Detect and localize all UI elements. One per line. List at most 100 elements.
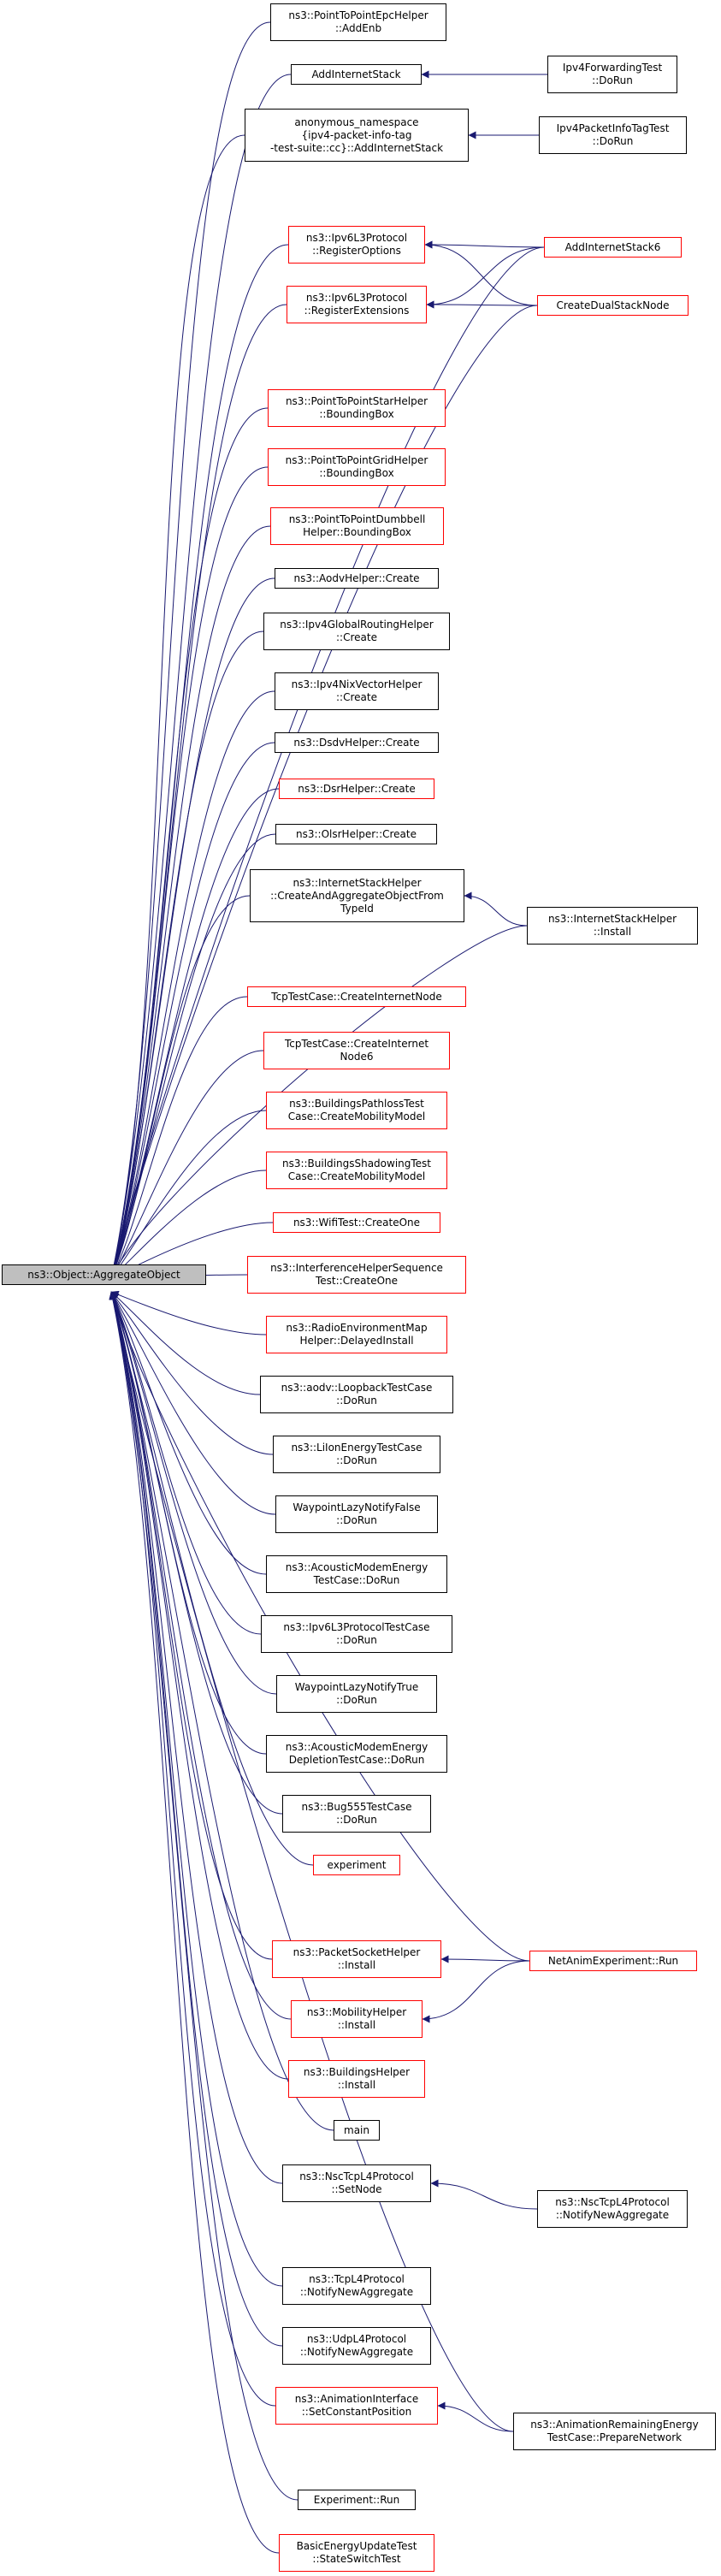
edge-ipv6-regopt-to-root xyxy=(109,244,289,1279)
node-label-line: ::BoundingBox xyxy=(319,408,394,420)
node-ipv4pit[interactable]: Ipv4PacketInfoTagTest::DoRun xyxy=(539,116,687,154)
node-ish-cao[interactable]: ns3::InternetStackHelper::CreateAndAggre… xyxy=(250,869,464,922)
node-ptp-epc[interactable]: ns3::PointToPointEpcHelper::AddEnb xyxy=(270,3,446,41)
node-dualstack[interactable]: CreateDualStackNode xyxy=(537,295,688,316)
node-add-inet[interactable]: AddInternetStack xyxy=(291,64,422,85)
node-label-line: ns3::BuildingsShadowingTest xyxy=(281,1158,432,1170)
node-label-line: {ipv4-packet-info-tag xyxy=(301,128,412,141)
node-label-line: ns3::OlsrHelper::Create xyxy=(296,827,417,840)
node-olsr[interactable]: ns3::OlsrHelper::Create xyxy=(275,824,437,844)
edge-wptrue-to-root xyxy=(110,1291,277,1695)
node-label-line: ns3::InternetStackHelper xyxy=(293,876,422,889)
root-node: ns3::Object::AggregateObject xyxy=(2,1264,206,1285)
node-mob-install[interactable]: ns3::MobilityHelper::Install xyxy=(291,2000,423,2038)
node-label-line: ns3::DsdvHelper::Create xyxy=(293,736,420,749)
node-label-line: ns3::Object::AggregateObject xyxy=(27,1268,180,1281)
node-label-line: ns3::PointToPointStarHelper xyxy=(285,395,428,407)
node-label-line: ns3::AcousticModemEnergy xyxy=(285,1741,428,1753)
node-label-line: Ipv4ForwardingTest xyxy=(562,62,663,74)
node-ish-install[interactable]: ns3::InternetStackHelper::Install xyxy=(527,907,698,945)
node-ipv4nix[interactable]: ns3::Ipv4NixVectorHelper::Create xyxy=(275,672,439,710)
node-label-line: ::NotifyNewAggregate xyxy=(299,2286,414,2298)
node-label-line: ::DoRun xyxy=(592,74,633,86)
node-label-line: main xyxy=(344,2123,369,2136)
node-wptrue[interactable]: WaypointLazyNotifyTrue::DoRun xyxy=(276,1675,437,1713)
node-label-line: ::RegisterOptions xyxy=(312,245,401,257)
node-label-line: ::Create xyxy=(336,631,377,643)
edge-wpfalse-to-root xyxy=(110,1291,276,1515)
node-ptp-star[interactable]: ns3::PointToPointStarHelper::BoundingBox xyxy=(268,389,446,427)
node-label-line: experiment xyxy=(327,1858,387,1871)
edge-ipv6tc-to-root xyxy=(110,1291,262,1635)
node-ptp-grid[interactable]: ns3::PointToPointGridHelper::BoundingBox xyxy=(268,448,446,486)
node-liion[interactable]: ns3::LiIonEnergyTestCase::DoRun xyxy=(273,1436,440,1473)
node-label-line: anonymous_namespace xyxy=(294,115,419,128)
node-label-line: Experiment::Run xyxy=(313,2493,400,2506)
node-label-line: TestCase::PrepareNetwork xyxy=(547,2431,683,2443)
node-label-line: Ipv4PacketInfoTagTest xyxy=(556,122,670,134)
edge-aodv-loop-to-root xyxy=(110,1291,261,1395)
node-dsdv[interactable]: ns3::DsdvHelper::Create xyxy=(275,732,439,753)
node-bug555[interactable]: ns3::Bug555TestCase::DoRun xyxy=(282,1795,431,1833)
node-aodv-loop[interactable]: ns3::aodv::LoopbackTestCase::DoRun xyxy=(260,1376,453,1413)
node-label-line: ns3::Ipv6L3Protocol xyxy=(305,232,408,244)
edge-dualstack-to-ipv6-regopt xyxy=(424,240,538,306)
node-label-line: ::BoundingBox xyxy=(319,467,394,479)
node-ipv6tc[interactable]: ns3::Ipv6L3ProtocolTestCase::DoRun xyxy=(261,1615,452,1653)
node-tcp-notify[interactable]: ns3::TcpL4Protocol::NotifyNewAggregate xyxy=(282,2267,431,2305)
node-ipv6-regext[interactable]: ns3::Ipv6L3Protocol::RegisterExtensions xyxy=(287,286,427,323)
node-beut[interactable]: BasicEnergyUpdateTest::StateSwitchTest xyxy=(279,2534,434,2572)
node-netanim[interactable]: NetAnimExperiment::Run xyxy=(529,1951,697,1971)
node-aodv-create[interactable]: ns3::AodvHelper::Create xyxy=(275,568,439,589)
node-label-line: ::NotifyNewAggregate xyxy=(299,2346,414,2358)
node-tcp-cin[interactable]: TcpTestCase::CreateInternetNode xyxy=(247,986,466,1007)
node-ipv4fwd[interactable]: Ipv4ForwardingTest::DoRun xyxy=(547,56,677,93)
node-add-inet6[interactable]: AddInternetStack6 xyxy=(544,237,682,258)
node-experiment[interactable]: experiment xyxy=(313,1855,400,1875)
node-label-line: CreateDualStackNode xyxy=(556,299,670,311)
node-wifi[interactable]: ns3::WifiTest::CreateOne xyxy=(273,1212,440,1233)
node-exp-run[interactable]: Experiment::Run xyxy=(298,2490,416,2510)
node-anon-ns[interactable]: anonymous_namespace{ipv4-packet-info-tag… xyxy=(245,109,469,162)
edge-nsc-notify-to-nsc-setnode xyxy=(430,2179,538,2210)
edge-ptp-star-to-root xyxy=(109,407,269,1279)
node-nsc-notify[interactable]: ns3::NscTcpL4Protocol::NotifyNewAggregat… xyxy=(537,2190,688,2228)
node-label-line: ns3::InternetStackHelper xyxy=(547,913,677,925)
edge-add-inet6-to-ipv6-regopt xyxy=(424,240,545,249)
node-label-line: ns3::RadioEnvironmentMap xyxy=(286,1322,428,1334)
node-label-line: ::DoRun xyxy=(336,1454,377,1466)
node-anim-scp[interactable]: ns3::AnimationInterface::SetConstantPosi… xyxy=(275,2387,438,2425)
node-label-line: ns3::WifiTest::CreateOne xyxy=(293,1216,421,1229)
node-label-line: BasicEnergyUpdateTest xyxy=(296,2540,417,2552)
edge-bh-install-to-root xyxy=(109,1291,289,2080)
node-label-line: ::Install xyxy=(337,2079,376,2091)
node-label-line: DepletionTestCase::DoRun xyxy=(288,1754,425,1766)
node-nsc-setnode[interactable]: ns3::NscTcpL4Protocol::SetNode xyxy=(282,2164,431,2202)
node-ipv6-regopt[interactable]: ns3::Ipv6L3Protocol::RegisterOptions xyxy=(288,226,425,264)
node-udp-notify[interactable]: ns3::UdpL4Protocol::NotifyNewAggregate xyxy=(282,2327,431,2365)
node-label-line: ::RegisterExtensions xyxy=(304,305,410,317)
node-label-line: ns3::Ipv4GlobalRoutingHelper xyxy=(280,619,434,631)
node-label-line: -test-suite::cc}::AddInternetStack xyxy=(269,141,444,154)
node-label-line: ns3::Ipv6L3ProtocolTestCase xyxy=(283,1621,430,1633)
edge-ish-cao-to-root xyxy=(110,895,251,1279)
node-label-line: ::Create xyxy=(336,691,377,703)
node-label-line: Helper::DelayedInstall xyxy=(299,1335,414,1347)
node-dsr[interactable]: ns3::DsrHelper::Create xyxy=(279,779,434,799)
node-label-line: TcpTestCase::CreateInternet xyxy=(284,1038,429,1050)
node-main[interactable]: main xyxy=(334,2120,380,2141)
node-wpfalse[interactable]: WaypointLazyNotifyFalse::DoRun xyxy=(275,1495,438,1533)
node-bh-install[interactable]: ns3::BuildingsHelper::Install xyxy=(288,2060,425,2098)
node-label-line: ns3::PacketSocketHelper xyxy=(293,1946,421,1958)
node-ipv4gr[interactable]: ns3::Ipv4GlobalRoutingHelper::Create xyxy=(263,613,450,650)
node-psh-install[interactable]: ns3::PacketSocketHelper::Install xyxy=(272,1940,441,1978)
